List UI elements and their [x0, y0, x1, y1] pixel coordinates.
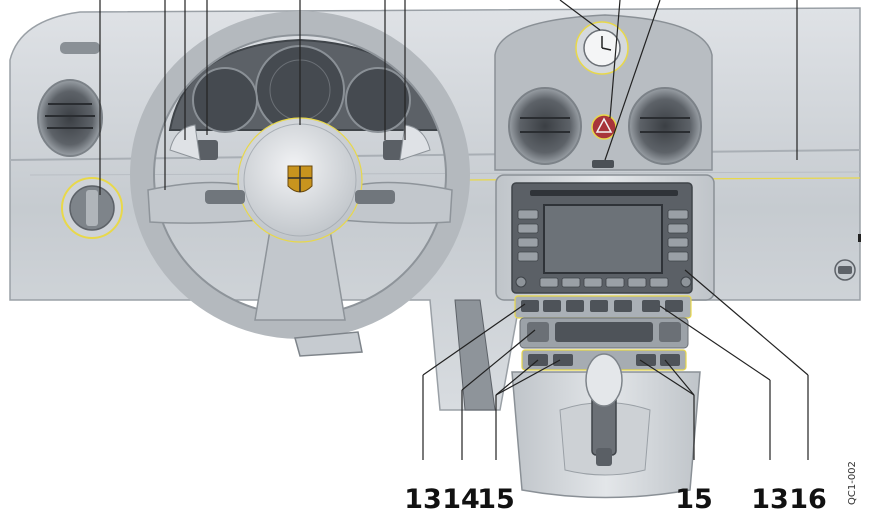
climate-control-panel	[514, 295, 692, 371]
pedal	[294, 299, 496, 411]
callout-13-left: 13	[404, 484, 442, 515]
right-dash-detail	[834, 234, 861, 281]
callout-16: 16	[789, 484, 827, 515]
gear-selector-tunnel	[511, 353, 701, 499]
callout-leader-lines	[422, 269, 809, 460]
left-air-vent	[37, 79, 103, 157]
callout-14: 14	[442, 484, 480, 515]
top-leader-lines	[99, 0, 798, 195]
light-switch-knob	[61, 177, 123, 239]
callout-labels: 13 14 15 15 13 16	[404, 484, 827, 515]
center-console-top	[494, 14, 713, 171]
callout-13-right: 13	[751, 484, 789, 515]
callout-15-right: 15	[675, 484, 713, 515]
callout-15-left: 15	[477, 484, 515, 515]
figure-code: QC1-002	[847, 461, 858, 505]
pcm-unit	[495, 174, 715, 301]
